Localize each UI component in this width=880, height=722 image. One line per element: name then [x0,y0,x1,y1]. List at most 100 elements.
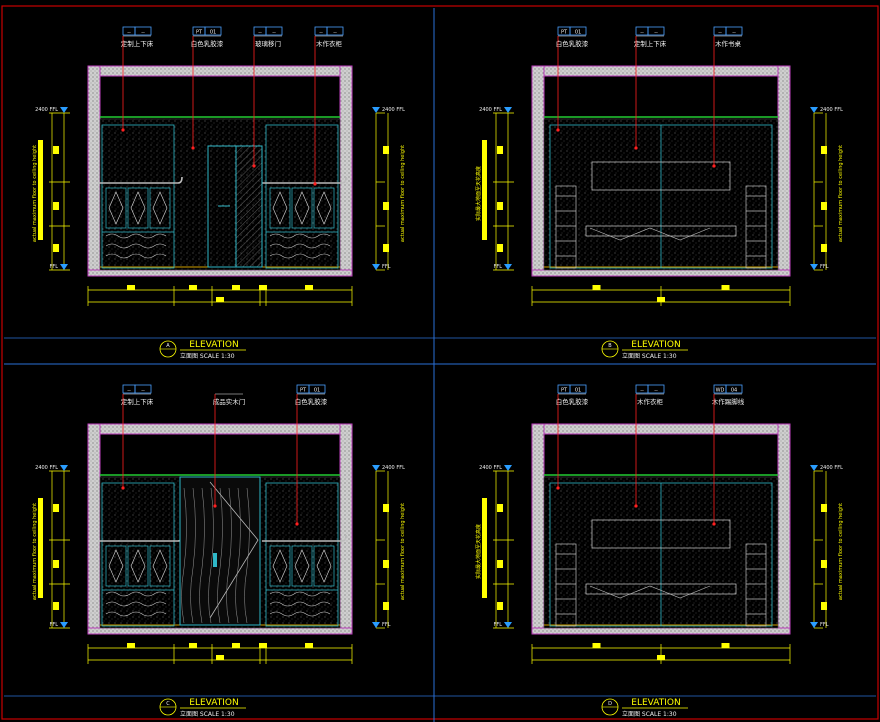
dimension-value-block [497,146,503,154]
bunk-bed-rail [262,534,347,542]
right-wall-section [339,65,353,277]
leader-dot [121,128,125,132]
material-number: 01 [575,388,581,394]
material-number: 01 [314,388,320,394]
dimension-value-block [127,643,135,648]
wood-grain-line [181,487,187,624]
wardrobe-door [105,187,127,229]
bed-ladder [745,185,767,269]
solid-wood-door [179,476,261,626]
door-diamond-motif [130,549,146,583]
level-marker-icon [372,465,380,471]
wardrobe-door [313,187,335,229]
wardrobe-door [127,187,149,229]
dimension-value-block [821,504,827,512]
wood-grain-line [269,233,331,239]
dimension-value-block [592,643,601,648]
material-number-box [647,26,665,36]
desk-top [585,225,737,237]
leader-dot [121,486,125,490]
level-marker-icon [372,107,380,113]
floor-level-left: FFL [493,622,502,628]
height-bar-left [482,498,487,598]
wardrobe-door [269,545,291,587]
dimension-value-block [497,244,503,252]
material-number: -- [141,388,145,394]
wood-grain-line [269,591,331,597]
wood-grain-line [208,487,214,624]
material-number-box [326,26,344,36]
wardrobe-door [149,187,171,229]
elevation-title: ELEVATION [189,698,238,708]
level-marker-icon [504,264,512,270]
door-diamond-motif [152,191,168,225]
wardrobe-door [291,187,313,229]
ceiling-slab [531,423,791,435]
wood-grain-line [217,487,223,624]
material-label: 木作衣柜 [637,397,664,406]
door-diamond-motif [272,549,288,583]
dimension-value-block [189,285,197,290]
height-bar-left [38,140,43,240]
dimension-value-block [821,146,827,154]
dimension-value-block [305,643,313,648]
level-marker-icon [810,264,818,270]
level-marker-icon [504,107,512,113]
level-marker-icon [60,107,68,113]
floor-level-left: FFL [49,264,58,270]
leader-dot [191,146,195,150]
wood-grain-line [199,487,205,624]
dimension-value-block [657,297,665,302]
wood-grain-line [235,487,241,624]
wood-grain-line [105,591,167,597]
dimension-value-block [259,285,267,290]
wood-grain-line [105,243,167,249]
wood-grain-line [105,611,167,617]
dimension-value-block [821,602,827,610]
right-wall-section [339,423,353,635]
vertical-note-left: actual maximum floor to ceiling height [32,145,38,242]
wardrobe-door [105,545,127,587]
material-number-box [204,26,222,36]
level-marker-icon [810,465,818,471]
ceiling-level-left: 2400 FFL [35,107,58,113]
bed-ladder [555,543,577,627]
material-number-box [725,26,743,36]
level-marker-icon [60,264,68,270]
dimension-value-block [53,560,59,568]
material-code: -- [127,388,131,394]
leader-dot [252,164,256,168]
dimension-value-block [497,202,503,210]
wood-grain-line [269,601,331,607]
level-marker-icon [504,622,512,628]
material-number-box [134,26,152,36]
dimension-value-block [592,285,601,290]
vertical-note-right: actual maximum floor to ceiling height [400,503,406,600]
leader-dot [313,182,317,186]
floor-level-left: FFL [493,264,502,270]
left-wall-section [531,423,545,635]
floor-level-right: FFL [820,264,829,270]
door-diamond-motif [294,191,310,225]
material-label: 定制上下床 [121,39,154,48]
left-wall-section [531,65,545,277]
dimension-value-block [497,602,503,610]
floor-level-right: FFL [382,264,391,270]
left-wall-section [87,65,101,277]
section-bubble-id: A [166,343,170,349]
wood-grain-line [269,611,331,617]
door-diamond-motif [108,191,124,225]
dimension-value-block [53,602,59,610]
dimension-value-block [721,285,730,290]
material-label: 白色乳胶漆 [556,397,589,406]
elevation-subtitle: 立面图 SCALE 1:30 [180,710,235,718]
leader-dot [213,504,217,508]
wardrobe-door [291,545,313,587]
floor-slab [531,627,791,635]
dimension-value-block [383,560,389,568]
height-bar-left [38,498,43,598]
elevation-subtitle: 立面图 SCALE 1:30 [622,710,677,718]
desk-top [585,583,737,595]
